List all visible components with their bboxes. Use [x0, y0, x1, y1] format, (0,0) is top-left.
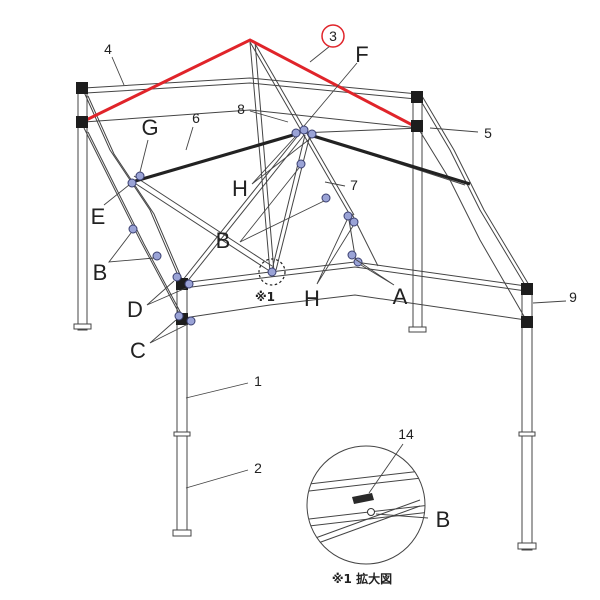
leg-foot-front-right: [517, 542, 537, 550]
joint-h-lower-2: [349, 217, 359, 227]
joint-h-upper-2: [307, 129, 317, 139]
leg-foot-front-left: [172, 529, 192, 537]
leg-foot-back-left: [73, 323, 92, 330]
detail-caption: ※1 拡大図: [332, 571, 392, 586]
joint-b-left-1: [128, 224, 138, 234]
joint-d-2: [184, 279, 194, 289]
labels: 3 4 5 6 7 8 9 1 2 14 G E F H B B H A D C…: [91, 24, 577, 586]
joint-label-b-mid: B: [216, 228, 231, 253]
joints: [127, 125, 363, 326]
joint-h-upper-1: [291, 128, 301, 138]
joint-g: [135, 171, 145, 181]
part-label-9: 9: [569, 289, 577, 305]
part-6-highlight-left: [131, 131, 301, 184]
joint-label-g: G: [141, 115, 158, 140]
leader-lines: [103, 45, 567, 489]
detail-enlarged-view: [306, 443, 429, 565]
part-label-5: 5: [484, 125, 492, 141]
corner-caps: [76, 82, 533, 328]
joint-label-h-upper: H: [232, 176, 248, 201]
joint-a-1: [347, 250, 357, 260]
joint-b-mid-1: [296, 159, 306, 169]
joint-h-lower-1: [343, 211, 353, 221]
leg-foot-back-right: [408, 326, 427, 333]
part-label-2: 2: [254, 460, 262, 476]
joint-d-1: [172, 272, 182, 282]
joint-label-h-lower: H: [304, 286, 320, 311]
part-label-1: 1: [254, 373, 262, 389]
joint-label-d: D: [127, 297, 143, 322]
leg-joint-front-left: [173, 431, 191, 437]
joint-label-e: E: [91, 204, 106, 229]
detail-marker-circle: [258, 258, 286, 286]
joint-c-1: [174, 311, 184, 321]
leg-joint-front-right: [518, 431, 536, 437]
joint-detail-marker: [267, 267, 277, 277]
part-3-highlight: [79, 38, 419, 130]
joint-b-mid-2: [321, 193, 331, 203]
part-label-6: 6: [192, 110, 200, 126]
joint-label-b-detail: B: [436, 507, 451, 532]
detail-marker-label: ※1: [255, 290, 275, 304]
joint-e: [127, 178, 137, 188]
joint-label-b-left: B: [93, 260, 108, 285]
part-6-highlight-right: [309, 133, 471, 186]
joint-label-a: A: [393, 284, 408, 309]
joint-label-c: C: [130, 338, 146, 363]
joint-c-2: [186, 316, 196, 326]
joint-f: [299, 125, 309, 135]
part-label-7: 7: [350, 177, 358, 193]
part-label-3: 3: [329, 28, 337, 44]
part-3-circle: [321, 24, 345, 48]
joint-b-left-2: [152, 251, 162, 261]
part-label-4: 4: [104, 41, 112, 57]
part-label-8: 8: [237, 101, 245, 117]
joint-label-f: F: [355, 42, 368, 67]
part-label-14: 14: [398, 426, 414, 442]
